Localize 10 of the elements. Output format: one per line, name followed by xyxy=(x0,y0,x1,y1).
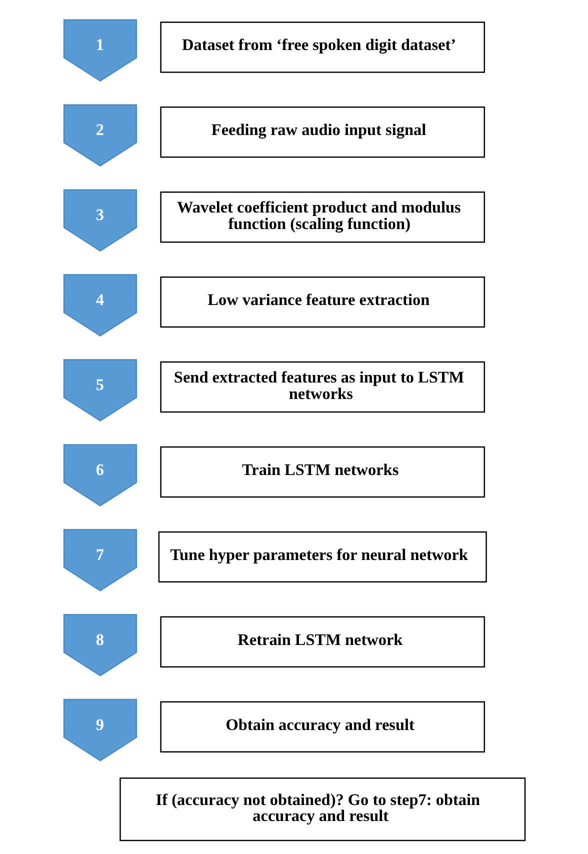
node-box: Obtain accuracy and result xyxy=(160,701,485,752)
node-box: Dataset from ‘free spoken digit dataset’ xyxy=(160,22,485,73)
node-box: Feeding raw audio input signal xyxy=(160,106,485,158)
node-box: Low variance feature extraction xyxy=(160,276,485,328)
node-box: Retrain LSTM network xyxy=(160,616,485,668)
node-box: Tune hyper parameters for neural network xyxy=(158,531,486,583)
node-box: If (accuracy not obtained)? Go to step7: obtain accuracy and result xyxy=(119,777,526,842)
node-box: Send extracted features as input to LSTM networks xyxy=(160,361,485,413)
node-box: Train LSTM networks xyxy=(160,446,485,498)
node-box: Wavelet coefficient product and modulus function (scaling function) xyxy=(160,192,485,243)
